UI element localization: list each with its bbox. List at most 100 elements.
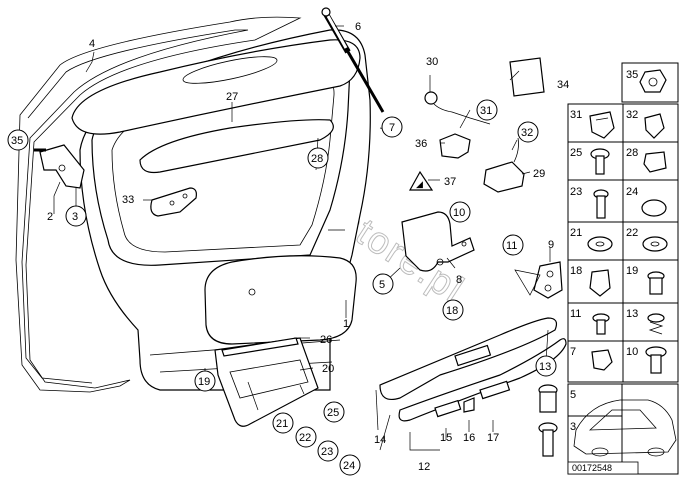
svg-text:32: 32 — [521, 127, 533, 139]
cap-24 — [641, 199, 667, 217]
bracket — [439, 133, 471, 159]
callout-29: 29 — [533, 168, 545, 180]
callout-27: 27 — [226, 91, 238, 103]
svg-text:13: 13 — [539, 361, 551, 373]
callout-34: 34 — [557, 79, 569, 91]
grid-label-13: 13 — [626, 308, 638, 320]
callout-26: 26 — [320, 334, 332, 346]
diagram-code: 00172548 — [572, 463, 612, 473]
hinge — [34, 144, 85, 189]
callout-2: 2 — [47, 211, 53, 223]
grid-label-11: 11 — [570, 308, 581, 320]
callout-8: 8 — [456, 274, 462, 286]
spring-nut-13 — [647, 313, 665, 335]
grid-label-25: 25 — [570, 147, 582, 159]
strip-15 — [434, 399, 462, 418]
fastener-grid: 35 31 32 25 28 23 24 21 22 18 19 11 13 7… — [538, 62, 679, 475]
callout-15: 15 — [440, 432, 452, 444]
screw-23 — [593, 189, 609, 219]
grid-label-18: 18 — [570, 265, 582, 277]
svg-text:7: 7 — [389, 122, 395, 134]
pad — [509, 57, 545, 97]
callout-36: 36 — [415, 138, 427, 150]
callout-24: 24 — [339, 454, 361, 476]
callout-4: 4 — [89, 38, 95, 50]
svg-text:11: 11 — [506, 240, 517, 252]
bolt-5 — [538, 384, 558, 413]
callout-14: 14 — [374, 434, 386, 446]
grid-label-24: 24 — [626, 186, 638, 198]
clip-31 — [589, 111, 615, 139]
control-module — [483, 137, 525, 193]
callout-22: 22 — [295, 426, 317, 448]
callout-28: 28 — [307, 147, 329, 169]
grid-label-23: 23 — [570, 186, 582, 198]
warning-sticker — [408, 170, 434, 191]
callout-13: 13 — [535, 355, 557, 377]
callout-5: 5 — [372, 273, 394, 295]
clip-16 — [463, 397, 475, 413]
callout-11: 11 — [502, 234, 524, 256]
grid-label-21: 21 — [570, 227, 582, 239]
screw-11 — [592, 313, 610, 335]
spoiler — [71, 39, 361, 135]
nut-35 — [639, 69, 667, 93]
svg-text:23: 23 — [321, 446, 333, 458]
grid-label-28: 28 — [626, 147, 638, 159]
nut-7 — [591, 349, 613, 371]
grid-label-19: 19 — [626, 265, 638, 277]
sticker-mark: ◢ — [416, 179, 423, 189]
svg-text:31: 31 — [480, 105, 492, 117]
grid-label-10: 10 — [626, 346, 638, 358]
callout-18: 18 — [442, 299, 464, 321]
callout-21: 21 — [272, 412, 294, 434]
svg-text:28: 28 — [311, 153, 323, 165]
car-silhouette — [573, 399, 677, 457]
grid-label-32: 32 — [626, 109, 638, 121]
svg-text:3: 3 — [72, 211, 78, 223]
tailgate-seal — [15, 16, 302, 393]
screw-10 — [645, 346, 667, 374]
callout-10: 10 — [449, 201, 471, 223]
callout-6: 6 — [355, 21, 361, 33]
grid-label-3: 3 — [570, 421, 576, 433]
grid-label-35: 35 — [626, 69, 638, 81]
callouts: 4 6 27 2 33 1 26 20 30 34 36 37 29 8 9 1… — [47, 21, 569, 473]
bolt-3 — [538, 422, 558, 457]
callout-16: 16 — [463, 432, 475, 444]
license-plate-holder — [214, 337, 319, 427]
grid-label-7: 7 — [570, 346, 576, 358]
callout-32: 32 — [517, 121, 539, 143]
svg-text:24: 24 — [343, 460, 355, 472]
release-cable — [424, 91, 491, 125]
callout-37: 37 — [444, 176, 456, 188]
callout-3-main: 3 — [65, 205, 87, 227]
gas-strut — [321, 7, 385, 113]
callout-35: 35 — [7, 129, 29, 151]
grid-label-31: 31 — [570, 109, 582, 121]
strip-17 — [479, 380, 511, 400]
tailgate-handle — [379, 317, 567, 422]
grid-label-22: 22 — [626, 227, 638, 239]
callout-30: 30 — [426, 56, 438, 68]
grommet-21 — [587, 236, 613, 252]
svg-text:35: 35 — [11, 135, 23, 147]
callout-17: 17 — [487, 432, 499, 444]
callout-19: 19 — [194, 370, 216, 392]
grommet-22 — [642, 236, 668, 252]
callout-1: 1 — [343, 318, 349, 330]
callout-7: 7 — [381, 116, 403, 138]
bracket-9 — [533, 261, 563, 299]
clip-32 — [644, 113, 665, 139]
screw-25 — [590, 148, 610, 175]
svg-text:5: 5 — [379, 279, 385, 291]
lock-module — [401, 211, 475, 272]
callout-31: 31 — [476, 99, 498, 121]
circled-callouts: 35 3 28 7 31 32 10 11 5 18 13 19 25 21 2… — [7, 99, 557, 476]
svg-text:10: 10 — [453, 207, 465, 219]
plate-recess — [204, 255, 357, 345]
nut-28 — [643, 151, 667, 173]
svg-text:21: 21 — [276, 418, 288, 430]
callout-12: 12 — [418, 461, 430, 473]
